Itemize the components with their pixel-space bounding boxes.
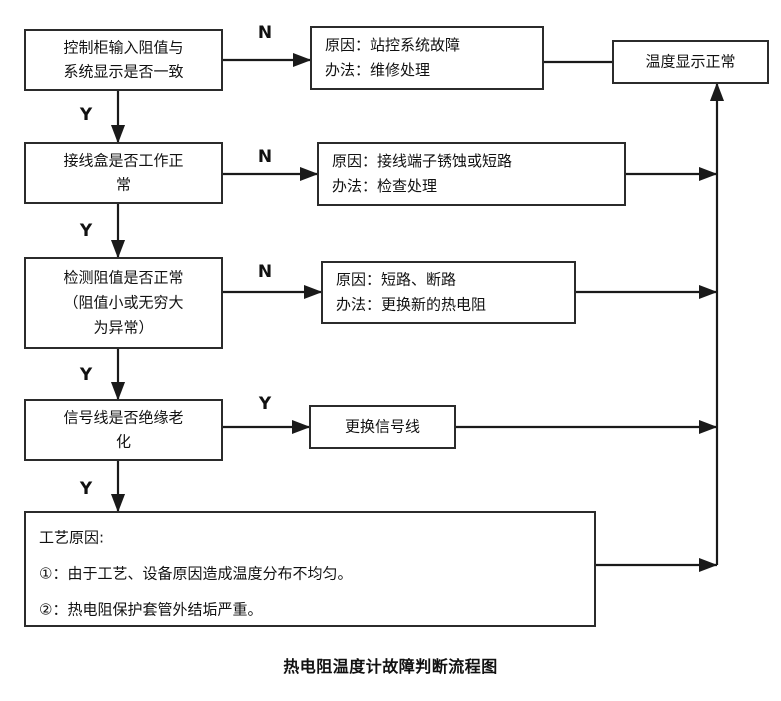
- action-process-reasons[interactable]: 工艺原因: ①：由于工艺、设备原因造成温度分布不均匀。 ②：热电阻保护套管外结垢严重…: [24, 511, 596, 627]
- decision-resistance-value-normal-rect: [24, 257, 223, 349]
- decision-control-cabinet-resistance-line-0: 控制柜输入阻值与: [63, 39, 183, 57]
- terminal-temperature-display-normal-rect: [612, 40, 769, 84]
- action-process-reasons-rect: [24, 511, 596, 627]
- branch-label-y-1: Y: [79, 105, 93, 125]
- action-replace-signal-cable-line-0: 更换信号线: [345, 418, 420, 436]
- branch-label-n-2: N: [258, 147, 272, 167]
- decision-junction-box-working-rect: [24, 142, 223, 204]
- decision-resistance-value-normal-line-2: 为异常）: [93, 319, 153, 337]
- action-process-reasons-line-2: ②：热电阻保护套管外结垢严重。: [39, 601, 262, 619]
- action-terminal-corrosion-or-short-line-0: 原因：接线端子锈蚀或短路: [332, 152, 512, 170]
- decision-resistance-value-normal-line-1: （阻值小或无穷大: [63, 294, 183, 312]
- decision-signal-cable-insulation-aging-line-1: 化: [116, 433, 131, 451]
- decision-resistance-value-normal-line-0: 检测阻值是否正常: [63, 269, 183, 287]
- branch-labels-layer: N Y N Y N Y Y Y: [79, 23, 272, 499]
- action-short-or-open-circuit-line-1: 办法：更换新的热电阻: [336, 296, 486, 314]
- terminal-temperature-display-normal[interactable]: 温度显示正常: [612, 40, 769, 84]
- branch-label-y-4: Y: [258, 394, 272, 414]
- branch-label-n-3: N: [258, 262, 272, 282]
- action-station-control-fault-rect: [310, 26, 544, 90]
- action-station-control-fault-line-0: 原因：站控系统故障: [325, 36, 460, 54]
- action-process-reasons-line-0: 工艺原因:: [39, 529, 104, 547]
- action-process-reasons-line-1: ①：由于工艺、设备原因造成温度分布不均匀。: [39, 565, 352, 583]
- branch-label-y-2: Y: [79, 221, 93, 241]
- decision-control-cabinet-resistance-line-1: 系统显示是否一致: [63, 63, 183, 81]
- branch-label-y-5: Y: [79, 479, 93, 499]
- action-short-or-open-circuit-line-0: 原因：短路、断路: [336, 271, 456, 289]
- action-terminal-corrosion-or-short-line-1: 办法：检查处理: [332, 177, 437, 195]
- terminal-temperature-display-normal-line-0: 温度显示正常: [645, 53, 735, 71]
- decision-control-cabinet-resistance-rect: [24, 29, 223, 91]
- diagram-caption: 热电阻温度计故障判断流程图: [283, 657, 498, 676]
- branch-label-n-1: N: [258, 23, 272, 43]
- action-station-control-fault-line-1: 办法：维修处理: [325, 61, 430, 79]
- decision-junction-box-working-line-0: 接线盒是否工作正: [63, 152, 183, 170]
- action-replace-signal-cable-rect: [309, 405, 456, 449]
- action-terminal-corrosion-or-short-rect: [317, 142, 626, 206]
- action-short-or-open-circuit-rect: [321, 261, 576, 324]
- branch-label-y-3: Y: [79, 365, 93, 385]
- decision-signal-cable-insulation-aging-line-0: 信号线是否绝缘老: [63, 409, 183, 427]
- connectors-layer: [110, 52, 725, 573]
- decision-junction-box-working-line-1: 常: [116, 176, 131, 194]
- action-replace-signal-cable[interactable]: 更换信号线: [309, 405, 456, 449]
- decision-signal-cable-insulation-aging-rect: [24, 399, 223, 461]
